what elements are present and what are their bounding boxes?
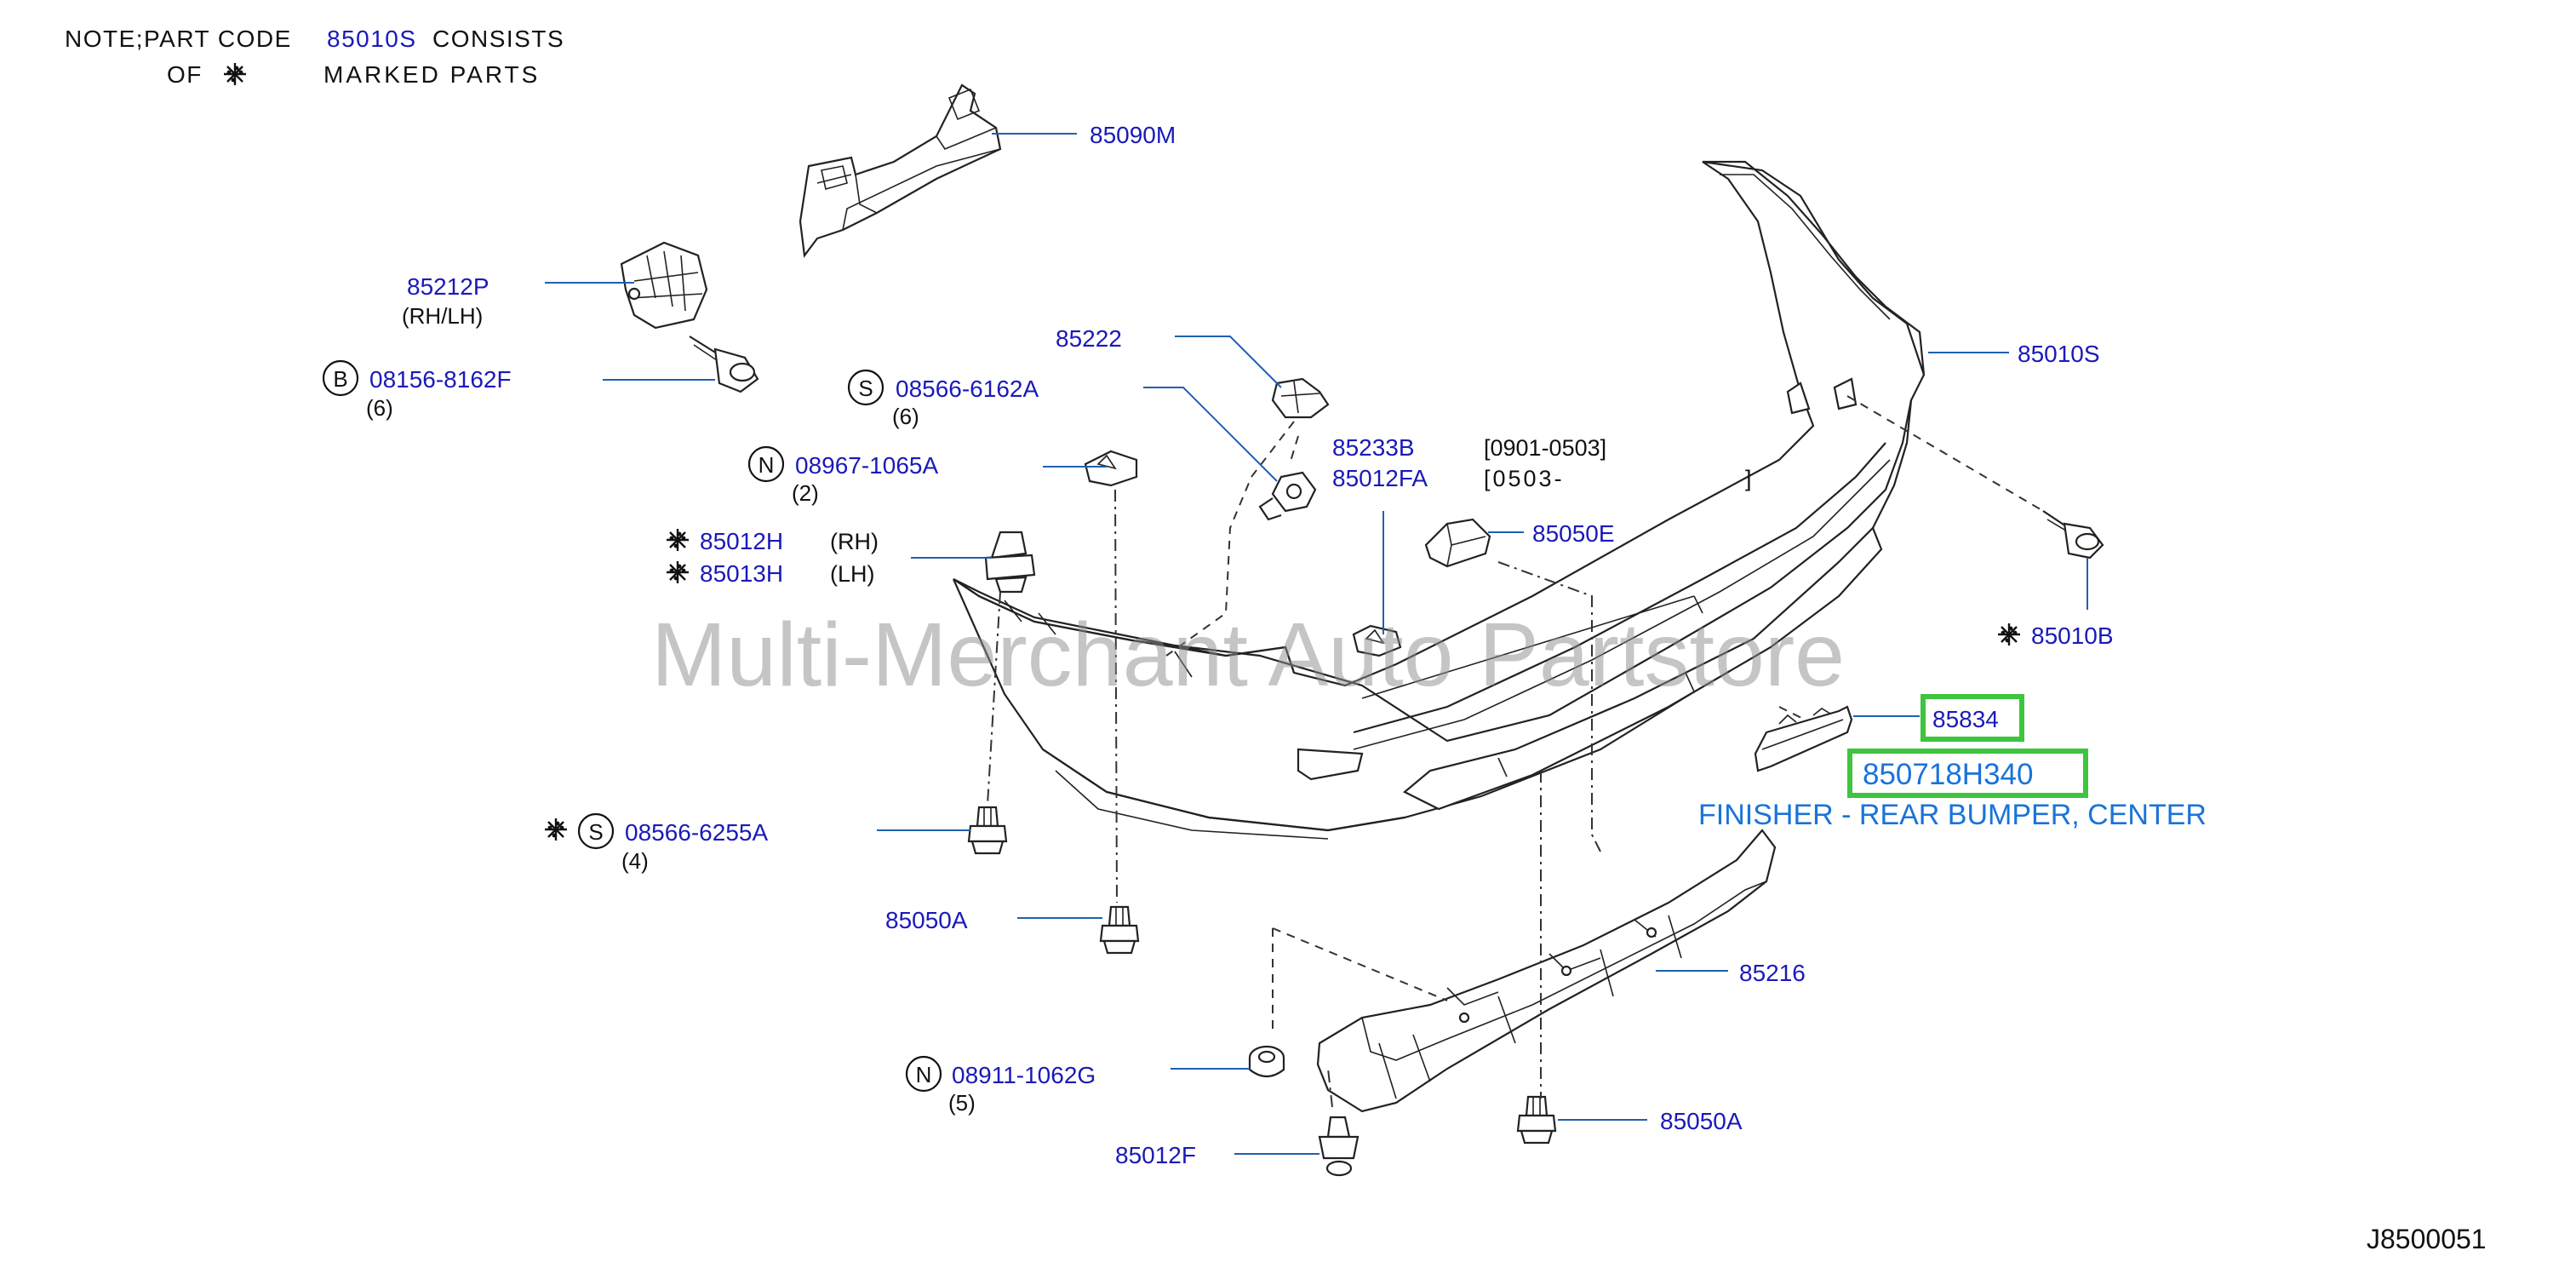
- nut-08911-drawing: [1248, 1045, 1285, 1078]
- highlight-box-85834: [1921, 694, 2024, 742]
- assembly-line: [1497, 561, 1601, 852]
- assembly-line: [987, 591, 1001, 806]
- callout-85050a[interactable]: 85050A: [885, 907, 968, 933]
- note-of: OF: [167, 61, 203, 88]
- date-range-1: [0901-0503]: [1484, 435, 1606, 461]
- callout-85834[interactable]: 85834: [1932, 706, 1999, 732]
- callout-85010s[interactable]: 85010S: [2018, 341, 2100, 367]
- clip-85012f-drawing: [1318, 1116, 1360, 1177]
- callout-08156-8162f[interactable]: 08156-8162F: [369, 366, 512, 393]
- asterisk-mark-icon: [543, 817, 569, 842]
- highlight-box-part-number: [1847, 749, 2088, 798]
- callout-85050a-lower[interactable]: 85050A: [1660, 1108, 1743, 1134]
- callout-08566-6162a-qty: (6): [892, 404, 919, 429]
- assembly-line: [1165, 421, 1299, 657]
- badge-n-icon: [747, 445, 785, 483]
- asterisk-mark-icon: [665, 559, 690, 585]
- side-bolt-drawing: [2042, 510, 2104, 559]
- leader-lines: [545, 133, 2088, 1155]
- asterisk-mark-icon: [665, 527, 690, 553]
- date-range-2: [0503-: [1484, 466, 1565, 491]
- callout-85222[interactable]: 85222: [1056, 325, 1122, 352]
- callout-85012h-side: (RH): [830, 529, 879, 554]
- note-text-prefix: NOTE;PART CODE: [65, 26, 292, 52]
- callout-08911-1062g[interactable]: 08911-1062G: [952, 1062, 1096, 1088]
- nut-clip-drawing: [1084, 450, 1138, 487]
- under-cover-drawing: [1316, 829, 1777, 1113]
- clip-08566-6255a-drawing: [967, 806, 1008, 855]
- callout-08566-6255a[interactable]: 08566-6255A: [625, 819, 768, 846]
- retainer-clip-drawing: [1271, 377, 1330, 419]
- note-part-code[interactable]: 85010S: [327, 26, 417, 52]
- badge-n-letter: N: [758, 452, 775, 478]
- assembly-line: [1846, 395, 2044, 512]
- badge-b-letter: B: [333, 366, 347, 392]
- callout-85010b[interactable]: 85010B: [2031, 623, 2114, 649]
- badge-s-icon: [847, 369, 884, 406]
- callout-08566-6162a[interactable]: 08566-6162A: [896, 376, 1039, 402]
- clip-85050a-lower-drawing: [1516, 1095, 1557, 1145]
- callout-85012f[interactable]: 85012F: [1115, 1142, 1196, 1168]
- rear-bumper-fascia-drawing: [952, 160, 1926, 840]
- screw-drawing: [1258, 471, 1317, 521]
- callout-85216[interactable]: 85216: [1739, 960, 1806, 986]
- center-bracket-drawing: [1424, 518, 1491, 568]
- assembly-line: [1778, 706, 1806, 720]
- clip-85050a-drawing: [1099, 905, 1140, 955]
- assembly-line: [1114, 489, 1118, 904]
- small-clip-drawing: [1352, 624, 1402, 657]
- note-marked-parts: MARKED PARTS: [323, 61, 540, 88]
- bumper-reinforcement-drawing: [799, 83, 1002, 258]
- callout-85212p[interactable]: 85212P: [407, 273, 489, 300]
- highlight-description: FINISHER - REAR BUMPER, CENTER: [1698, 799, 2207, 831]
- callout-08967-1065a[interactable]: 08967-1065A: [795, 452, 938, 479]
- badge-n-letter: N: [916, 1062, 932, 1087]
- callout-85233b[interactable]: 85233B: [1332, 434, 1415, 461]
- callout-85212p-note: (RH/LH): [402, 303, 483, 329]
- center-finisher-drawing: [1754, 705, 1853, 772]
- highlight-part-number[interactable]: 850718H340: [1863, 758, 2033, 791]
- date-range-2-end: ]: [1745, 466, 1752, 491]
- asterisk-mark-icon: [1996, 622, 2022, 647]
- diagram-id: J8500051: [2367, 1224, 2487, 1254]
- callout-08566-6255a-qty: (4): [621, 848, 649, 874]
- badge-n-icon: [905, 1055, 942, 1093]
- callout-08156-qty: (6): [366, 395, 393, 421]
- callout-85013h[interactable]: 85013H: [700, 560, 783, 587]
- callout-08967-qty: (2): [792, 480, 819, 506]
- bumper-bracket-drawing: [620, 241, 708, 330]
- assembly-line: [1327, 1068, 1333, 1108]
- asterisk-mark-icon: [222, 61, 248, 87]
- badge-b-icon: [322, 359, 359, 397]
- badge-s-icon: [577, 812, 615, 850]
- callout-85012h[interactable]: 85012H: [700, 528, 783, 554]
- callout-85012fa[interactable]: 85012FA: [1332, 465, 1428, 491]
- note-text-suffix: CONSISTS: [432, 26, 564, 52]
- badge-s-letter: S: [588, 819, 603, 845]
- badge-s-letter: S: [858, 376, 873, 401]
- callout-85050e[interactable]: 85050E: [1532, 520, 1615, 547]
- bolt-drawing: [689, 336, 759, 393]
- watermark-text: Multi-Merchant Auto Partstore: [651, 605, 1845, 705]
- callout-85090m[interactable]: 85090M: [1090, 122, 1176, 148]
- callout-85013h-side: (LH): [830, 561, 875, 587]
- side-clip-drawing: [984, 531, 1036, 594]
- callout-08911-qty: (5): [948, 1090, 976, 1116]
- assembly-line: [1272, 927, 1448, 1035]
